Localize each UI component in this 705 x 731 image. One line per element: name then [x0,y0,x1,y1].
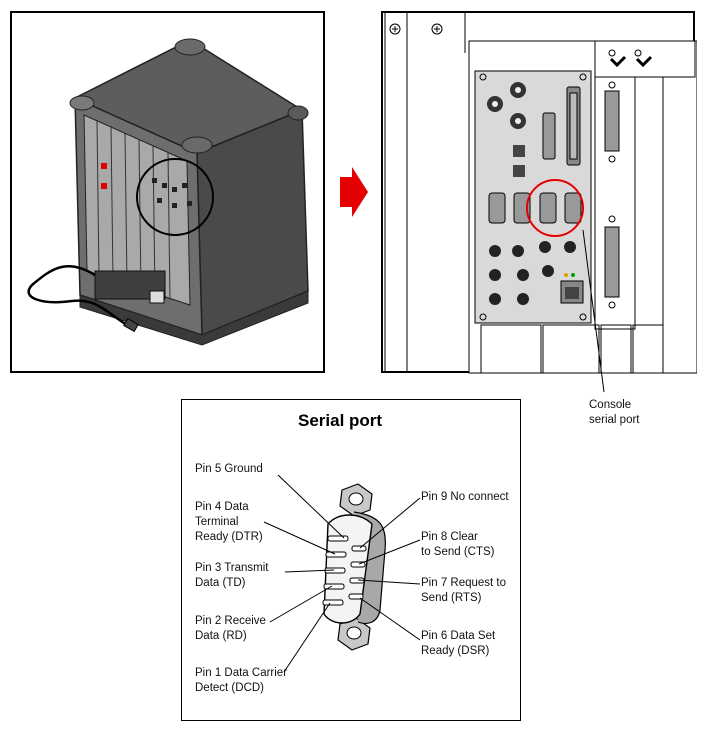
pin-8-label: Pin 8 Clear to Send (CTS) [421,531,495,558]
pin-6-label: Pin 6 Data Set Ready (DSR) [421,630,496,657]
serial-ports [488,192,582,224]
io-panel-illustration [384,13,697,374]
pin-7-label: Pin 7 Request to Send (RTS) [421,577,507,604]
console-port-highlight [526,179,584,237]
console-serial-port-label: Console serial port [589,399,640,426]
serial-port-pinout-panel: Serial port [181,399,521,721]
pin-4-label: Pin 4 Data Terminal Ready (DTR) [195,501,263,543]
red-arrow-icon [340,167,368,217]
io-panel-detail [381,11,697,374]
pin-1-label: Pin 1 Data Carrier Detect (DCD) [195,667,288,694]
pin-5-label: Pin 5 Ground [195,463,263,475]
pinout-title: Serial port [298,411,383,430]
pin-2-label: Pin 2 Receive Data (RD) [195,615,266,642]
chassis-illustration [27,38,309,346]
pin-9-label: Pin 9 No connect [421,491,509,503]
pin-3-label: Pin 3 Transmit Data (TD) [195,562,269,589]
chassis-illustration-panel [10,11,325,373]
db9-connector-diagram [263,474,421,673]
